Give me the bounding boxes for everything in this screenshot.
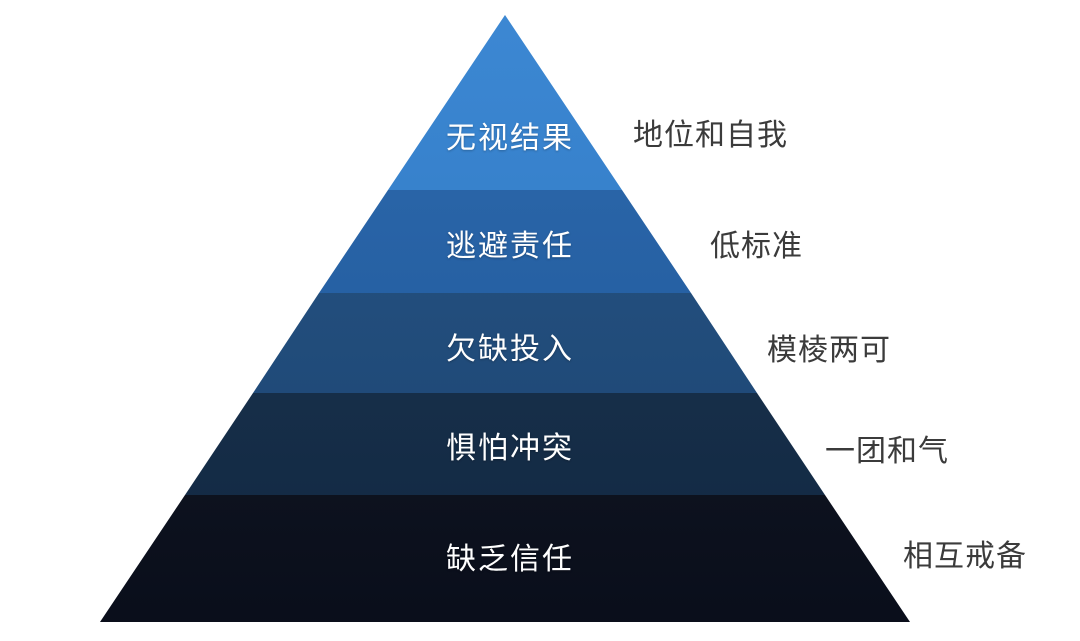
side-label-2: 低标准 (710, 230, 803, 263)
side-label-4: 一团和气 (825, 435, 949, 468)
side-label-1: 地位和自我 (633, 119, 788, 152)
band-label-5: 缺乏信任 (446, 543, 574, 576)
band-label-4: 惧怕冲突 (446, 432, 574, 465)
band-label-2: 逃避责任 (446, 230, 574, 263)
band-label-3: 欠缺投入 (446, 333, 574, 366)
side-label-3: 模棱两可 (767, 334, 891, 367)
side-label-5: 相互戒备 (903, 540, 1027, 573)
band-label-1: 无视结果 (446, 122, 574, 155)
